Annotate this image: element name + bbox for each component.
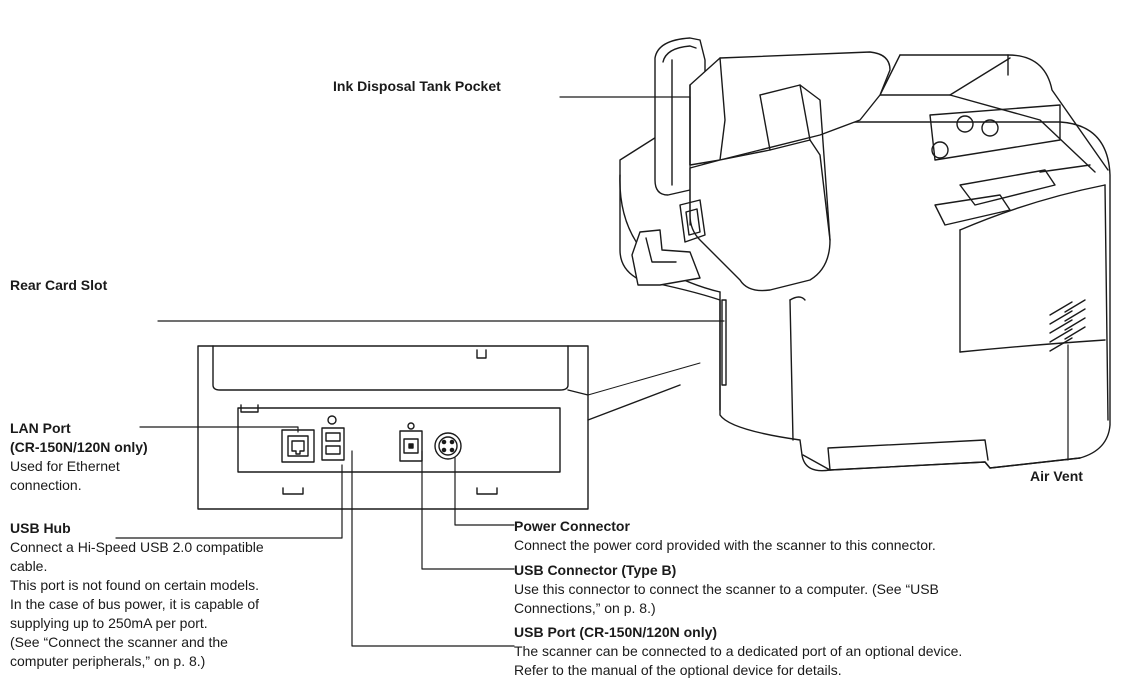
- usb-hub-desc-2: cable.: [10, 558, 48, 574]
- air-vent-label: Air Vent: [1030, 467, 1083, 486]
- usb-hub-desc-3: This port is not found on certain models…: [10, 577, 260, 593]
- air-vent-icon: [1049, 299, 1086, 352]
- usb-port-title: USB Port (CR-150N/120N only): [514, 624, 718, 640]
- usb-a-port-icon: [321, 415, 345, 461]
- lan-port-desc-1: Used for Ethernet: [10, 458, 120, 474]
- usb-hub-desc-6: (See “Connect the scanner and the: [10, 634, 228, 650]
- usb-connector-b-desc-1: Use this connector to connect the scanne…: [514, 581, 939, 597]
- scanner-illustration: [619, 37, 1111, 472]
- usb-port-desc-1: The scanner can be connected to a dedica…: [514, 643, 963, 659]
- leader-lines: [115, 96, 1069, 647]
- lan-port-title-2: (CR-150N/120N only): [10, 439, 148, 455]
- usb-hub-desc-7: computer peripherals,” on p. 8.): [10, 653, 206, 669]
- usb-hub-desc-5: supplying up to 250mA per port.: [10, 615, 208, 631]
- usb-hub-desc-4: In the case of bus power, it is capable …: [10, 596, 260, 612]
- usb-hub-desc-1: Connect a Hi-Speed USB 2.0 compatible: [10, 539, 264, 555]
- usb-hub-label: USB Hub Connect a Hi-Speed USB 2.0 compa…: [10, 519, 310, 671]
- usb-b-port-icon: [399, 422, 423, 462]
- usb-connector-type-b-label: USB Connector (Type B) Use this connecto…: [514, 561, 1104, 618]
- usb-connector-b-desc-2: Connections,” on p. 8.): [514, 600, 656, 616]
- lan-port-label: LAN Port (CR-150N/120N only) Used for Et…: [10, 419, 180, 495]
- power-connector-label: Power Connector Connect the power cord p…: [514, 517, 1104, 555]
- rear-card-slot-title: Rear Card Slot: [10, 277, 108, 293]
- rear-card-slot-label: Rear Card Slot: [10, 276, 107, 295]
- power-socket-icon: [434, 432, 462, 460]
- usb-port-desc-2: Refer to the manual of the optional devi…: [514, 662, 842, 678]
- ink-tank-title: Ink Disposal Tank Pocket: [333, 78, 501, 94]
- usb-connector-b-title: USB Connector (Type B): [514, 562, 677, 578]
- air-vent-title: Air Vent: [1030, 468, 1083, 484]
- usb-port-label: USB Port (CR-150N/120N only) The scanner…: [514, 623, 1104, 680]
- usb-hub-title: USB Hub: [10, 520, 71, 536]
- ink-disposal-tank-pocket-label: Ink Disposal Tank Pocket: [333, 77, 501, 96]
- lan-port-desc-2: connection.: [10, 477, 82, 493]
- power-connector-title: Power Connector: [514, 518, 630, 534]
- rear-panel-inset: [197, 345, 701, 510]
- power-connector-desc: Connect the power cord provided with the…: [514, 537, 936, 553]
- lan-port-title-1: LAN Port: [10, 420, 71, 436]
